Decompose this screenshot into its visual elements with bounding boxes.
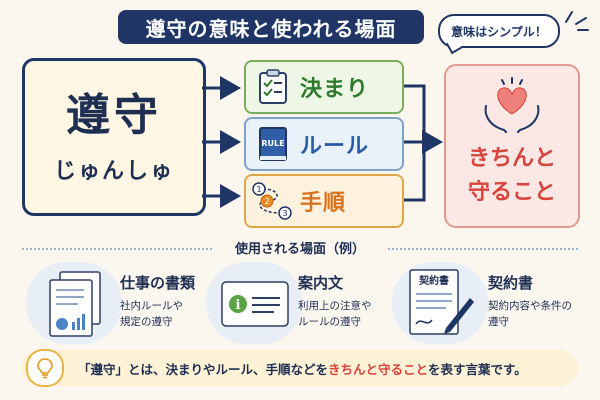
- divider-right: [388, 248, 578, 250]
- example-title: 案内文: [298, 274, 344, 292]
- step-number: 2: [264, 197, 269, 206]
- summary-highlight: きちんと守ること: [328, 361, 429, 377]
- result-line2: 守ること: [467, 180, 556, 205]
- example-desc: 契約内容や条件の 遵守: [488, 298, 572, 330]
- example-notice: i 案内文 利用上の注意や ルールの遵守: [206, 262, 386, 344]
- example-desc-line2: 規定の遵守: [120, 316, 173, 328]
- documents-chart-icon: [49, 271, 101, 337]
- contract-doc-label: 契約書: [419, 274, 449, 287]
- term-reading: じゅんしゅ: [53, 159, 174, 184]
- term-card: 遵守 じゅんしゅ: [22, 58, 206, 216]
- example-title: 仕事の書類: [120, 274, 196, 292]
- step-number: 3: [282, 209, 287, 218]
- summary-after: を表す言葉です。: [428, 361, 527, 377]
- example-desc-line1: 契約内容や条件の: [488, 300, 572, 312]
- example-title: 契約書: [488, 274, 534, 292]
- example-contract: 契約書 契約書 契約内容や条件の 遵守: [392, 262, 578, 344]
- item-label: 手順: [300, 191, 347, 216]
- item-label: ルール: [300, 134, 370, 159]
- rule-book-text: RULE: [261, 139, 284, 148]
- usage-heading: 使用される場面（例）: [234, 242, 365, 257]
- step-number: 1: [256, 185, 261, 194]
- checklist-icon: [246, 69, 300, 105]
- example-documents: 仕事の書類 社内ルールや 規定の遵守: [26, 262, 206, 344]
- summary-bar: 「遵守」とは、決まりやルール、手順などをきちんと守ることを表す言葉です。: [22, 349, 578, 387]
- item-kimari: 決まり: [244, 60, 404, 114]
- example-desc-line2: 遵守: [488, 316, 509, 328]
- contract-pen-icon: 契約書: [409, 269, 474, 335]
- example-desc-line1: 利用上の注意や: [298, 300, 372, 312]
- info-notice-icon: i: [221, 281, 289, 327]
- example-desc: 社内ルールや 規定の遵守: [120, 298, 183, 330]
- result-line1: きちんと: [467, 146, 556, 171]
- example-desc-line2: ルールの遵守: [298, 316, 361, 328]
- rule-book-icon: RULE: [246, 125, 300, 163]
- sparkle-icon: [565, 11, 589, 31]
- term-kanji: 遵守: [66, 90, 162, 141]
- example-desc: 利用上の注意や ルールの遵守: [298, 298, 372, 330]
- page-title: 遵守の意味と使われる場面: [118, 10, 424, 44]
- heart-hands-icon: [484, 77, 540, 133]
- divider-left: [22, 248, 212, 250]
- summary-text: 「遵守」とは、決まりやルール、手順などをきちんと守ることを表す言葉です。: [78, 359, 527, 378]
- steps-icon: 1 2 3: [246, 181, 300, 221]
- item-tejun: 1 2 3 手順: [244, 174, 404, 228]
- item-label: 決まり: [300, 77, 370, 102]
- svg-text:i: i: [236, 298, 241, 313]
- speech-bubble: 意味はシンプル！: [438, 14, 560, 48]
- item-rule: RULE ルール: [244, 117, 404, 171]
- summary-before: 「遵守」とは、決まりやルール、手順などを: [78, 361, 329, 377]
- lightbulb-icon: [26, 349, 64, 387]
- result-card: きちんと 守ること: [444, 64, 580, 228]
- example-desc-line1: 社内ルールや: [120, 300, 183, 312]
